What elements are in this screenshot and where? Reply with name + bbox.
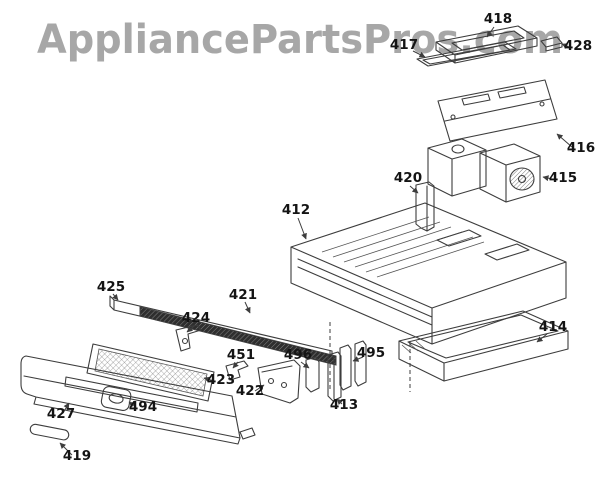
leader-line-421 [244, 301, 251, 314]
part-424-outline [175, 324, 202, 352]
watermark-text: AppliancePartsPros.com [37, 17, 563, 63]
part-415-fan-hub [517, 174, 527, 184]
part-451-clip [225, 360, 249, 381]
leader-line-451 [232, 361, 239, 369]
part-413-outline [327, 351, 342, 402]
part-label-451: 451 [227, 347, 255, 363]
part-label-423: 423 [207, 372, 235, 388]
leader-line-418 [486, 26, 495, 38]
leader-line-428 [561, 43, 570, 49]
part-label-416: 416 [567, 140, 595, 156]
part-423-mesh [94, 348, 208, 397]
part-label-415: 415 [549, 170, 577, 186]
part-label-417: 417 [390, 37, 418, 53]
part-label-424: 424 [182, 310, 210, 326]
part-415-blower [427, 138, 541, 203]
part-419-strip [29, 423, 70, 441]
part-412-vent-slots [321, 216, 485, 278]
leader-line-422 [254, 384, 265, 392]
part-421-trim [139, 306, 337, 366]
part-494-button [108, 393, 124, 404]
part-label-496: 496 [284, 347, 312, 363]
part-label-413: 413 [330, 397, 358, 413]
leader-line-423 [203, 376, 215, 383]
part-422-hole-a [267, 377, 275, 385]
leader-line-427 [62, 402, 70, 414]
part-414-tray [398, 310, 569, 382]
part-412-plenum [290, 202, 567, 345]
part-427-front-panel [20, 355, 256, 445]
leader-line-416 [556, 133, 573, 148]
part-label-421: 421 [229, 287, 257, 303]
leader-line-495 [352, 356, 364, 362]
part-427-outline [20, 355, 256, 445]
part-412-cutouts [436, 229, 530, 261]
leader-line-494 [128, 401, 137, 408]
leader-line-414 [536, 333, 548, 343]
part-422-hole-b [280, 381, 288, 389]
part-421-outline [139, 306, 337, 366]
part-414-hatch-ticks [401, 340, 426, 354]
part-416-outline [437, 79, 558, 142]
part-416-hole-left [450, 114, 456, 120]
part-414-outline [398, 310, 569, 382]
part-415-wheel-cutout [451, 144, 465, 154]
leader-line-419 [59, 442, 73, 456]
part-424-bracket [175, 324, 202, 352]
leader-line-425 [112, 293, 119, 301]
part-label-494: 494 [129, 399, 157, 415]
part-494-knob [100, 386, 132, 412]
part-496-outline [305, 356, 320, 393]
part-495-outline [339, 340, 367, 391]
part-423-frame [86, 343, 215, 402]
part-label-412: 412 [282, 202, 310, 218]
part-label-425: 425 [97, 279, 125, 295]
part-424-hole [181, 337, 189, 345]
part-420-outline [415, 181, 435, 232]
part-423-filter [86, 343, 215, 402]
part-417-frame [416, 41, 517, 67]
part-label-418: 418 [484, 11, 512, 27]
part-422-outline [257, 359, 301, 404]
leader-line-496 [300, 361, 310, 369]
part-412-outline [290, 202, 567, 345]
part-label-419: 419 [63, 448, 91, 464]
part-451-outline [225, 360, 249, 381]
leader-line-415 [542, 175, 553, 182]
leader-line-412 [297, 217, 307, 240]
part-label-422: 422 [236, 383, 264, 399]
leader-line-413 [336, 398, 344, 406]
part-420-bracket [415, 181, 435, 232]
part-495-spacers [339, 340, 367, 391]
part-415-fan-inlet [509, 167, 535, 191]
part-label-414: 414 [539, 319, 567, 335]
part-422-bracket [257, 359, 301, 404]
leader-line-424 [186, 325, 195, 333]
part-496-spacer [305, 356, 320, 393]
part-416-hole-right [539, 101, 545, 107]
leader-line-417 [412, 50, 426, 58]
part-418-grille [435, 25, 538, 64]
part-label-420: 420 [394, 170, 422, 186]
part-label-427: 427 [47, 406, 75, 422]
leader-line-420 [409, 185, 419, 194]
part-417-outline [416, 41, 517, 67]
part-415-housings-outline [427, 138, 541, 203]
part-416-panel [437, 79, 558, 142]
part-494-bezel [100, 386, 132, 412]
part-419-outline [29, 423, 70, 441]
part-label-428: 428 [564, 38, 592, 54]
part-418-outline [435, 25, 538, 64]
part-label-495: 495 [357, 345, 385, 361]
part-413-strip [327, 351, 342, 402]
